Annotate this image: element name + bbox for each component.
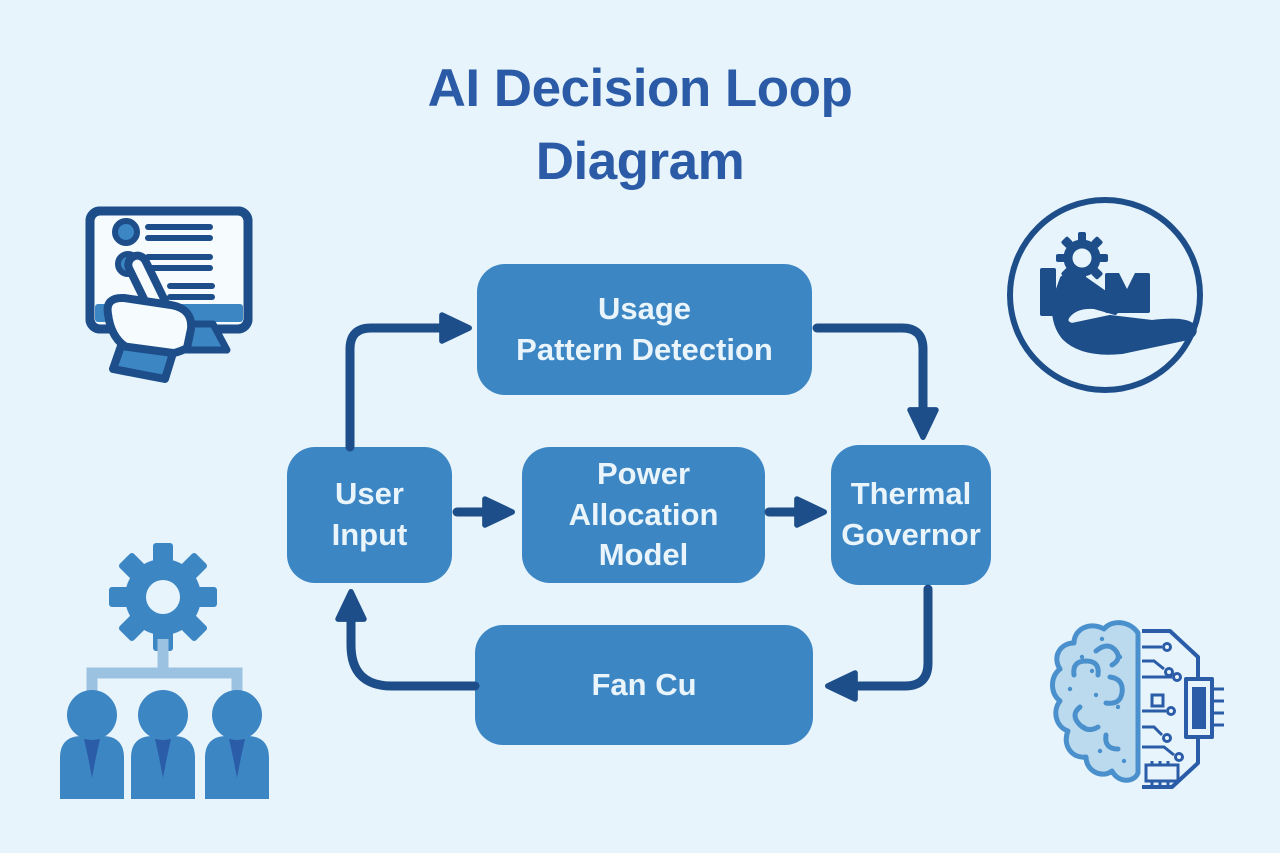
- arrow-thermal-to-fan: [825, 584, 933, 702]
- person-figure: [60, 690, 124, 799]
- arrow-usage-to-thermal: [812, 323, 939, 440]
- person-figure: [205, 690, 269, 799]
- node-usage-pattern-detection: Usage Pattern Detection: [477, 264, 812, 395]
- node-user-input: User Input: [287, 447, 452, 583]
- node-fan-cu: Fan Cu: [475, 625, 813, 745]
- page-title: AI Decision Loop Diagram: [0, 52, 1280, 198]
- arrow-fan-to-user: [335, 589, 480, 691]
- ai-brain-circuit-icon: [1050, 620, 1224, 789]
- team-gear-icon: [60, 543, 269, 799]
- hand-gear-delivery-icon: [1007, 197, 1203, 393]
- arrow-user-to-usage: [345, 312, 472, 452]
- node-power-allocation-model: Power Allocation Model: [522, 447, 765, 583]
- title-line-1: AI Decision Loop: [427, 59, 853, 118]
- title-line-2: Diagram: [535, 132, 745, 192]
- form-click-icon: [85, 206, 253, 383]
- person-figure: [131, 690, 195, 799]
- node-thermal-governor: Thermal Governor: [831, 445, 991, 585]
